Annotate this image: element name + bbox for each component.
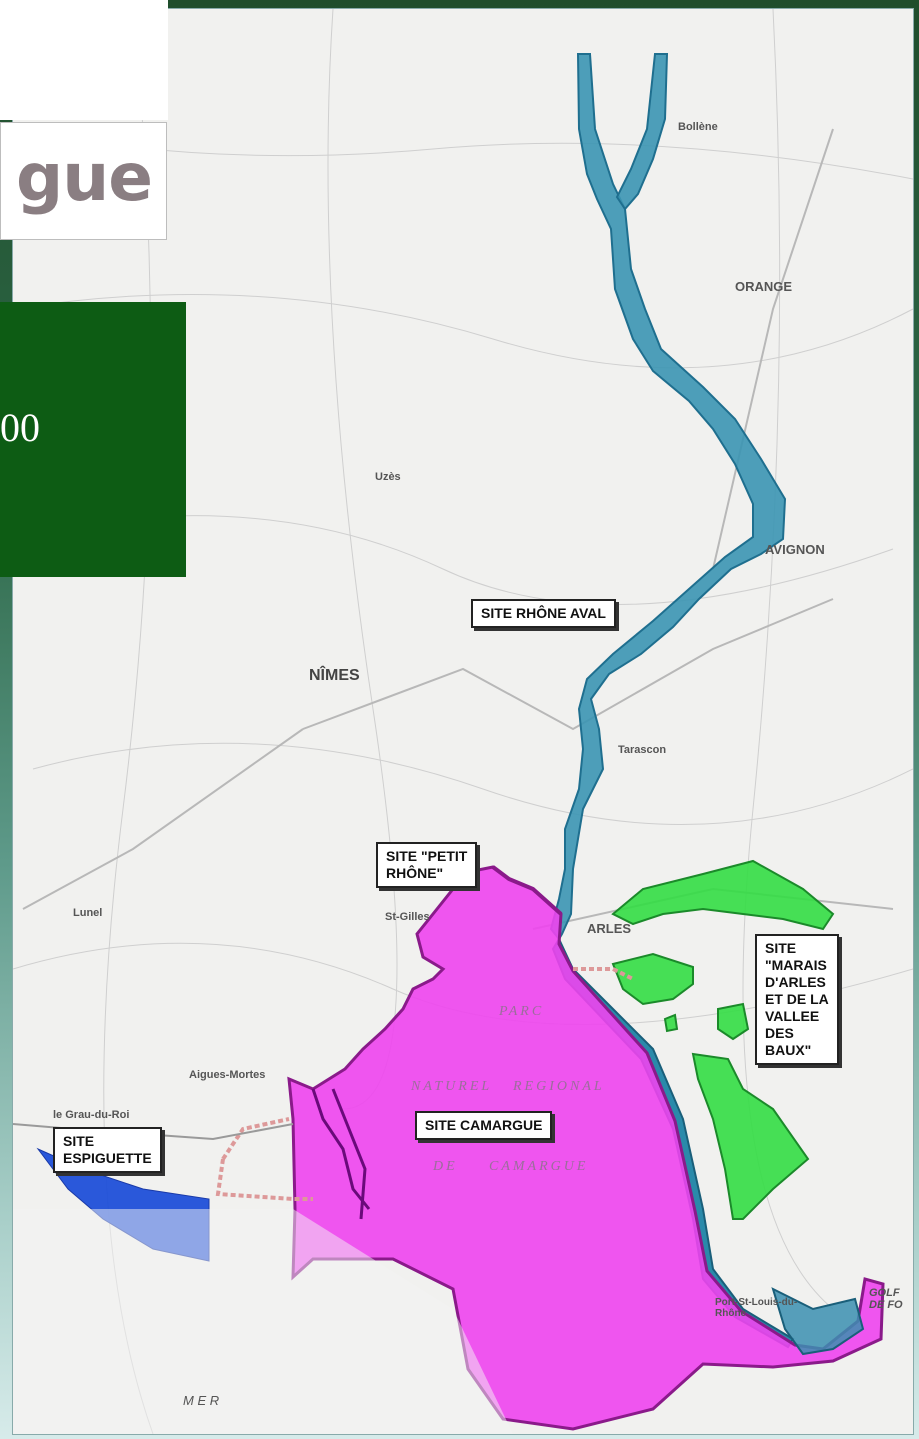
town-nimes: NÎMES [309, 667, 360, 684]
town-tarascon: Tarascon [618, 744, 667, 756]
title-panel-text: 00 [0, 405, 40, 450]
town-port-st-louis: Port-St-Louis-du-Rhône [715, 1297, 798, 1319]
town-golfe: GOLF DE FO [869, 1287, 903, 1311]
park-label-naturel: NATUREL [411, 1079, 493, 1094]
site-label-camargue: SITE CAMARGUE [415, 1111, 553, 1140]
petit-rhone-river [491, 865, 563, 916]
town-orange: ORANGE [735, 279, 793, 294]
park-label-regional: REGIONAL [513, 1079, 605, 1094]
site-label-rhone-aval: SITE RHÔNE AVAL [471, 599, 616, 628]
marais-mid [611, 952, 694, 1006]
rhone-aval-east-branch [615, 53, 669, 211]
marais-north [611, 859, 835, 931]
town-bollene: Bollène [678, 121, 718, 133]
logo-background [0, 0, 168, 120]
town-lunel: Lunel [73, 907, 103, 919]
town-arles: ARLES [587, 921, 632, 936]
marais-zones [611, 859, 835, 1220]
marais-small [717, 1002, 750, 1041]
marais-south [691, 1052, 810, 1220]
town-st-gilles: St-Gilles [385, 911, 430, 923]
town-aigues-mortes: Aigues-Mortes [189, 1069, 266, 1081]
park-label-parc: PARC [499, 1004, 545, 1019]
park-label-camargue: CAMARGUE [489, 1159, 589, 1174]
rhone-delta-mouth [771, 1287, 865, 1356]
town-avignon: AVIGNON [765, 542, 825, 557]
map: PARC NATUREL REGIONAL DE CAMARGUE NÎMES … [12, 8, 914, 1435]
logo: gue [0, 122, 167, 240]
camargue-channels [311, 1088, 371, 1220]
site-label-espiguette: SITE ESPIGUETTE [53, 1127, 162, 1173]
site-label-marais: SITE "MARAIS D'ARLES ET DE LA VALLEE DES… [755, 934, 839, 1065]
sea-area [13, 1209, 513, 1434]
camargue-zone [287, 865, 885, 1431]
marais-dot [663, 1013, 679, 1033]
site-label-petit-rhone: SITE "PETIT RHÔNE" [376, 842, 478, 888]
town-grau-du-roi: le Grau-du-Roi [53, 1109, 130, 1121]
sea-label: M E R [183, 1393, 220, 1408]
park-label-de: DE [433, 1159, 458, 1174]
map-canvas [13, 9, 913, 1434]
rhone-aval-corridor [549, 53, 787, 941]
logo-text: gue [16, 139, 153, 216]
site-boundary-dotted [215, 967, 634, 1201]
title-panel: 00 [0, 302, 186, 577]
town-uzes: Uzès [375, 471, 401, 483]
major-roads [22, 128, 894, 930]
